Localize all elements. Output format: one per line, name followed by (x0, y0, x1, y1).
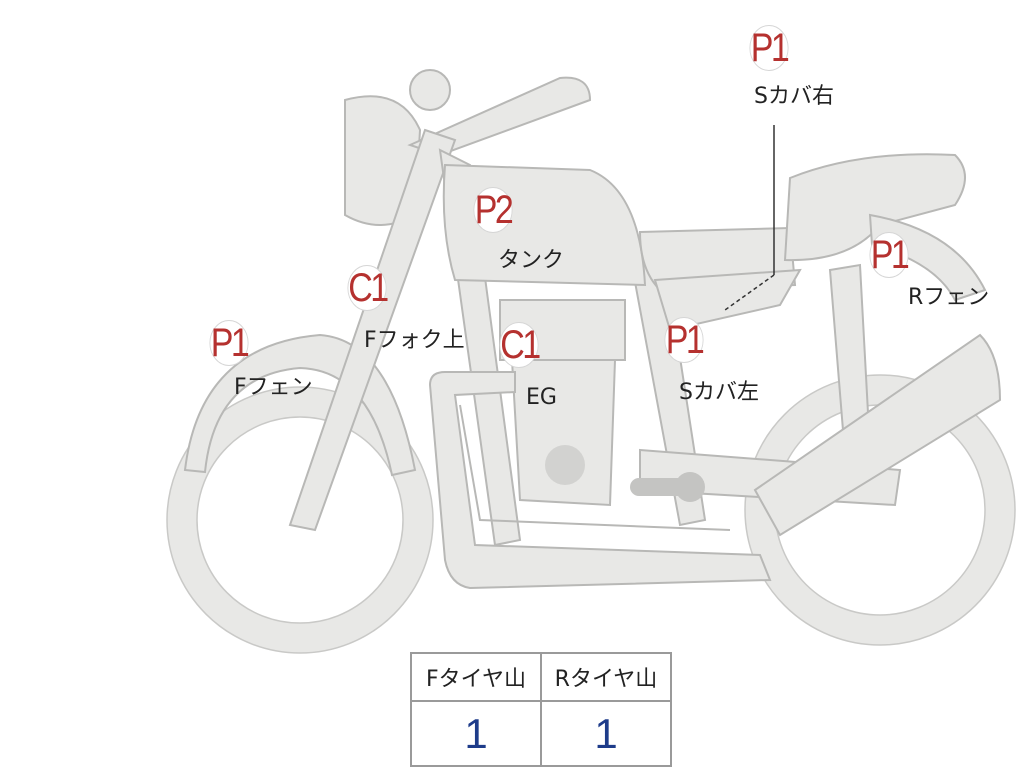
marker-label: Rフェン (908, 285, 990, 310)
rear-wheel (745, 375, 1015, 645)
handlebar-shape (407, 76, 592, 157)
marker-label: Fフェン (234, 375, 313, 400)
tire-tread-table: Fタイヤ山 Rタイヤ山 1 1 (410, 652, 672, 767)
rear-tire-header: Rタイヤ山 (540, 652, 672, 702)
front-tire-header: Fタイヤ山 (410, 652, 542, 702)
marker-label: Sカバ左 (679, 380, 759, 405)
side-cover-shape (653, 268, 802, 332)
exhaust-shape (428, 371, 772, 590)
marker-code: C1 (499, 322, 541, 368)
marker-code: P1 (749, 25, 790, 71)
front-tire-value: 1 (410, 700, 542, 767)
marker-code: P1 (664, 317, 705, 363)
muffler-shape (753, 333, 1002, 537)
marker-code: C1 (347, 265, 389, 311)
marker-code: P1 (209, 320, 250, 366)
marker-label: Fフォク上 (364, 328, 465, 353)
marker-label: Sカバ右 (754, 84, 834, 109)
rear-tire-value: 1 (540, 700, 672, 767)
marker-label: タンク (498, 248, 565, 273)
front-wheel (167, 387, 433, 653)
marker-label: EG (526, 385, 557, 410)
marker-code: P1 (869, 232, 910, 278)
front-fork-shape (288, 128, 457, 532)
marker-code: P2 (473, 187, 514, 233)
